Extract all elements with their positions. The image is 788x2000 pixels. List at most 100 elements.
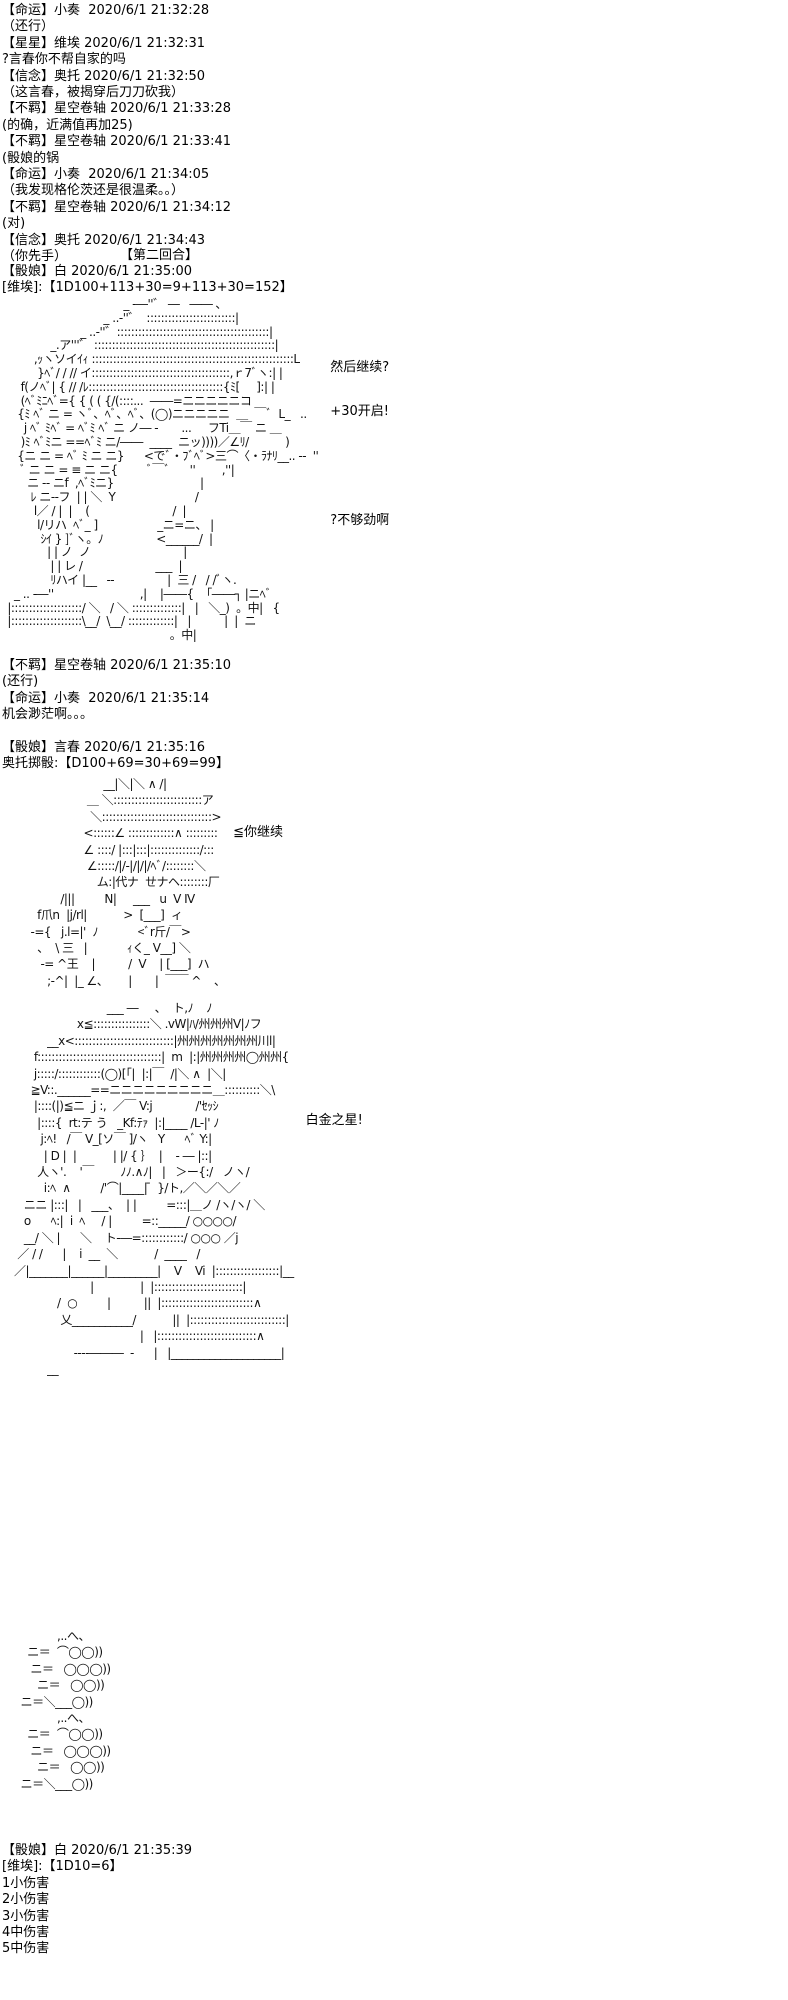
art-line: )ﾐ ﾍﾞﾐニ ==ﾍﾞﾐ ニ/―― ____ ニッ))))／∠ﾘ/ ) — [4, 434, 290, 449]
art-line: | |::::::::::::::::::::::::::::∧ — [4, 1329, 265, 1344]
art-line: ﾚ ニ--フ | | ＼ Y / — [4, 490, 199, 505]
art-line: ,..へ、 — [4, 1629, 90, 1643]
art-block-gunner: _ -―''゛ ― ―― ､ _ ..-''゛ ::::::::::::::::… — [4, 297, 390, 643]
art-line: | | レ / ___ | — [4, 559, 183, 574]
art-line: _ ..-''゛ :::::::::::::::::::::::::| — [4, 310, 239, 325]
art-line: _ -―''゛ ― ―― ､ — [4, 297, 222, 311]
art-line: __/ ＼ | ＼ ト-―=::::::::::::/ ○○○ ／j — [4, 1230, 239, 1245]
art-line: <::::::∠ :::::::::::::∧ ::::::::: — [4, 826, 218, 841]
chat-line: 【信念】奥托 2020/6/1 21:34:43 — [2, 232, 206, 248]
art-line: ,..へ、 — [4, 1711, 90, 1726]
round-title: 【第二回合】 — [120, 248, 199, 263]
art-line: {ﾐ ﾍﾞ ニ = ヽﾞ、ﾍﾞ、ﾍﾞ、(◯)ニニニニニ ＿ ￣ﾞ L_ .. — [4, 407, 307, 422]
art-block-fists: ,..へ、 ニ＝ ⌒◯◯)) ニ＝ ◯◯◯)) ニ＝ ◯◯)) ニ＝＼___◯)… — [4, 1628, 112, 1792]
art-line: ニ＝ ⌒◯◯)) — [4, 1645, 103, 1660]
ascii-art-gunner: _ -―''゛ ― ―― ､ _ ..-''゛ ::::::::::::::::… — [4, 297, 319, 643]
roll-line: 1小伤害 — [2, 1875, 50, 1891]
chat-line: 【命运】小奏 2020/6/1 21:32:28 — [2, 3, 210, 18]
art-line: ;-^| |_ ∠、 | | ￣￣ ^ ､ — [4, 973, 220, 988]
ascii-art-otto: __|＼|＼ ∧ /| ＿ ＼:::::::::::::::::::::::::… — [4, 776, 222, 989]
art-line: ----――― - | |____________________| — [4, 1345, 285, 1360]
art-line: }ﾍﾞ/ / // イ:::::::::::::::::::::::::::::… — [4, 365, 283, 380]
art-line: | | ノ ノ | — [4, 545, 187, 560]
art-line: ,ｯヽソイｲｨ ::::::::::::::::::::::::::::::::… — [4, 352, 300, 367]
art-line: -={ j.l=|' ﾉ <ﾞr斤/￣> — [4, 924, 191, 939]
art-line: ニニ |:::| | ___、 | | =:::|＿ノ /ヽ/ヽ/ ＼ — [4, 1197, 265, 1212]
roll-line: 2小伤害 — [2, 1892, 50, 1908]
chat-line: 【命运】小奏 2020/6/1 21:34:05 — [2, 167, 210, 183]
speech-column-otto: ≦你继续 — [233, 776, 283, 841]
art-line: l／ / | | ( / | — [4, 503, 187, 518]
dice-roll-1: 【骰娘】白 2020/6/1 21:35:00[维埃]:【1D100+113+3… — [2, 264, 293, 297]
art-line: ___ ― 、 ト,ﾉ ﾉ — [4, 1001, 213, 1015]
art-line: ニ＝ ◯◯◯)) — [4, 1661, 112, 1676]
roll-line: 【骰娘】言春 2020/6/1 21:35:16 — [2, 740, 206, 755]
speech-column-star-platinum: 白金之星! — [306, 1000, 363, 1129]
art-line: |::::(|)≦ニ ｊ:, ／￣ V:j /'ｾｯｼ — [4, 1099, 219, 1114]
art-line: {ニ ニ = ﾍﾞ ﾐ ニ ニ} <でﾞ・ﾌﾞﾍﾞ>三⌒〈・ﾗﾅﾘ__.. --… — [4, 448, 319, 463]
art-line: i:ﾍ ∧ /'⌒|____| ̄ }/ト,／＼／＼／ — [4, 1181, 241, 1196]
roll-line: [维埃]:【1D100+113+30=9+113+30=152】 — [2, 280, 293, 296]
chat-line: (骰娘的锅 — [2, 150, 60, 166]
art-line: f爪n |j/rl| > [___] ィ — [4, 908, 183, 923]
art-line: /||| N| ___ u V Ⅳ — [4, 891, 195, 906]
art-line: _ ..-''゛::::::::::::::::::::::::::::::::… — [4, 324, 273, 339]
ascii-art-fists: ,..へ、 ニ＝ ⌒◯◯)) ニ＝ ◯◯◯)) ニ＝ ◯◯)) ニ＝＼___◯)… — [4, 1628, 112, 1792]
dice-roll-3: 【骰娘】白 2020/6/1 21:35:39[维埃]:【1D10=6】1小伤害… — [2, 1843, 192, 1958]
art-line: ニ -- ニf ,ﾍﾞﾐニ} | — [4, 476, 204, 491]
roll-line: 3小伤害 — [2, 1908, 50, 1924]
art-line: 、 \ 三 | ｨく_ V__] ＼ — [4, 941, 191, 956]
art-line: 。中| — [4, 628, 197, 643]
art-line: ニ＝ ◯◯)) — [4, 1678, 105, 1693]
speech-not-enough: ?不够劲啊 — [330, 513, 390, 528]
chat-line: ?言春你不帮自家的吗 — [2, 52, 126, 68]
art-line: __|＼|＼ ∧ /| — [4, 777, 167, 791]
art-line: __ — [4, 1361, 59, 1376]
chat-line: （还行） — [2, 19, 55, 35]
speech-you-continue: ≦你继续 — [233, 825, 283, 840]
art-line: -= ^王 | / V | [___] ハ — [4, 957, 210, 972]
art-line: l/リハ ﾍﾞ_ ] _ニ=ニ、 | — [4, 517, 214, 532]
chat-line: 【不羁】星空卷轴 2020/6/1 21:34:12 — [2, 199, 232, 215]
art-line: ＼:::::::::::::::::::::::::::::::> — [4, 809, 222, 824]
chat-line: 【不羁】星空卷轴 2020/6/1 21:33:41 — [2, 134, 232, 150]
roll-line: 奥托掷骰:【D100+69=30+69=99】 — [2, 756, 229, 772]
chat-line: （我发现格伦茨还是很温柔。。） — [2, 183, 185, 199]
art-line: ニ＝＼___◯)) — [4, 1776, 94, 1791]
art-line: ニ＝ ⌒◯◯)) — [4, 1727, 103, 1742]
roll-line: 【骰娘】白 2020/6/1 21:35:39 — [2, 1843, 193, 1858]
roll-line: 【骰娘】白 2020/6/1 21:35:00 — [2, 264, 193, 279]
art-line: ム:|代ナ ㄝナヘ::::::::厂 — [4, 875, 220, 890]
art-line: ニ＝ ◯◯)) — [4, 1760, 105, 1775]
art-line: _ .. -―'' ,| |――{ 「――┐ |ニﾍﾞ — [4, 586, 272, 601]
chat-line: 机会渺茫啊。。。 — [2, 707, 94, 723]
art-line: f:::::::::::::::::::::::::::::::::::| m … — [4, 1050, 289, 1065]
ascii-art-star-platinum: ___ ― 、 ト,ﾉ ﾉ x≦::::::::::::::::＼ .vW|ﾊ/… — [4, 1000, 294, 1377]
chat-line: 【星星】维埃 2020/6/1 21:32:31 — [2, 35, 206, 51]
art-line: f(ノﾍﾞ| { // /ﾚ::::::::::::::::::::::::::… — [4, 379, 275, 394]
art-line: x≦::::::::::::::::＼ .vW|ﾊ/州州州V|ﾉフ — [4, 1017, 262, 1032]
chat-line: （你先手） — [2, 249, 68, 265]
art-line: ∠:::::/|/-|/|/|/ﾍﾞ/::::::::＼ — [4, 859, 206, 874]
chat-line: 【信念】奥托 2020/6/1 21:32:50 — [2, 68, 206, 84]
art-block-otto: __|＼|＼ ∧ /| ＿ ＼:::::::::::::::::::::::::… — [4, 776, 283, 989]
art-line: ﾞ ニ ニ = ≡ ニ ニ{ ﾞ￣ﾞ '' ,''| — [4, 462, 235, 477]
art-line: 乂___________/ || |::::::::::::::::::::::… — [4, 1312, 289, 1327]
speech-star-platinum: 白金之星! — [305, 1113, 363, 1128]
art-line: j ﾍﾞ ﾐﾍﾞ = ﾍﾞﾐ ﾍﾞ ニ ノ― - ... フTi＿￣ ニ ＿ — [4, 421, 282, 436]
art-line: 人ヽ'. '￣ ﾉﾉ.∧ﾉ| | ＞ー{:/ ノヽ/ — [4, 1165, 250, 1180]
chat-line: (的确，近满值再加25) — [2, 117, 133, 133]
chat-line: (还行) — [2, 674, 39, 690]
chat-line: 【不羁】星空卷轴 2020/6/1 21:35:10 — [2, 658, 232, 673]
chat-log-1: 【命运】小奏 2020/6/1 21:32:28（还行）【星星】维埃 2020/… — [2, 3, 231, 266]
art-line: ／|_______|______|_________| V Vi |::::::… — [4, 1263, 294, 1278]
art-line: ∠ ::::/ |:::|:::|::::::::::::::/::: — [4, 842, 215, 857]
chat-line: (对) — [2, 216, 26, 232]
art-line: ＿ ＼:::::::::::::::::::::::::ア — [4, 793, 214, 808]
art-line: ／ / / | i __ ＼ / ____ / — [4, 1247, 200, 1262]
roll-line: 4中伤害 — [2, 1925, 50, 1941]
art-line: | D | | | |/ { ｝ | - ― |::| — [4, 1148, 212, 1163]
art-line: o ﾍ:| i ﾍ / | =::_____/ ○○○○/ — [4, 1214, 237, 1229]
art-line: | | |:::::::::::::::::::::::::| — [4, 1279, 246, 1294]
